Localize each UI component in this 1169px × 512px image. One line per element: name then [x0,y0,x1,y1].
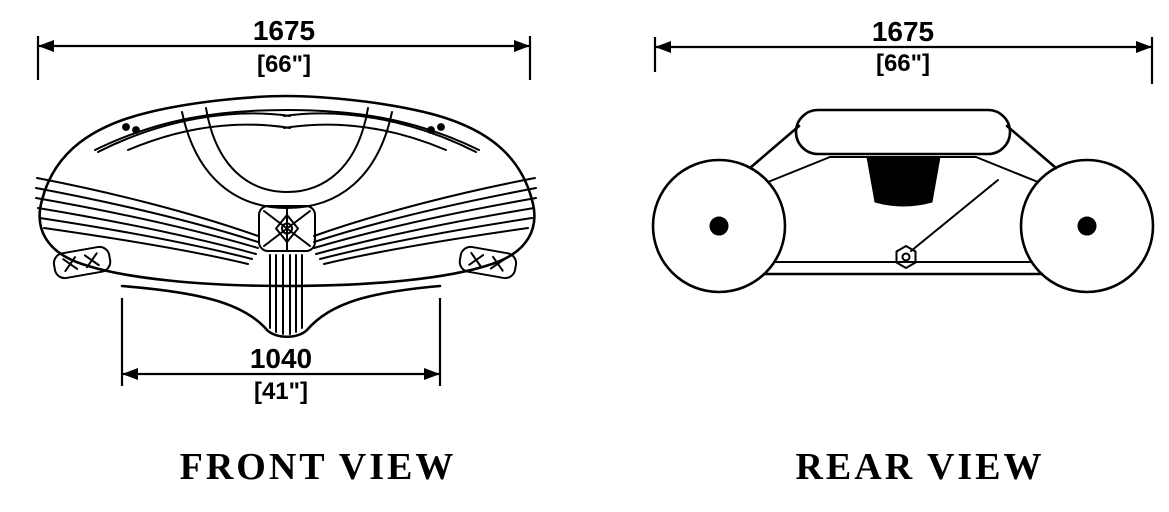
right-handle [458,245,518,280]
front-overall-dim-in: [66"] [257,51,311,78]
rear-overall-dimension: 1675 [66"] [653,16,1154,84]
right-grab-knob [427,123,445,134]
motor-mount-pad [866,156,941,207]
valve-icon [258,205,316,252]
right-pontoon-dot [1077,216,1097,236]
drain-plug [895,245,917,269]
left-swoosh [97,112,291,153]
left-swoosh-2 [127,123,291,151]
drain-rope [910,179,999,252]
right-swoosh [283,112,477,153]
front-keel-dim-mm: 1040 [250,343,312,374]
rear-view-drawing: 1675 [66"] [651,16,1155,488]
rear-overall-dim-in: [66"] [876,50,930,77]
bow-tube-seam [94,109,480,151]
keel-hatch [269,254,303,335]
left-stripe-band [35,177,259,265]
right-top-connector [1005,124,1058,170]
right-pontoon-end [1019,158,1155,294]
keel-skirt [120,284,442,339]
dim-arrow-left [38,40,54,52]
front-keel-dimension: 1040 [41"] [120,298,442,405]
front-overall-dimension: 1675 [66"] [36,15,532,80]
left-pontoon-dot [709,216,729,236]
top-tube [794,108,1012,156]
front-view-drawing: 1675 [66"] [35,15,537,488]
left-grab-knob [122,123,140,134]
right-swoosh-2 [283,123,447,151]
left-handle [52,245,112,280]
left-pontoon-end [651,158,787,294]
rear-hull [651,108,1155,294]
dim-arrow-right [424,368,440,380]
inner-tube-curve-2 [205,107,369,193]
dim-arrow-right [1136,41,1152,53]
front-view-label: FRONT VIEW [180,446,457,488]
left-top-connector [748,124,801,170]
front-overall-dim-mm: 1675 [253,15,315,46]
dim-arrow-left [122,368,138,380]
front-keel-dim-in: [41"] [254,378,308,405]
dim-arrow-right [514,40,530,52]
rear-overall-dim-mm: 1675 [872,16,934,47]
rear-view-label: REAR VIEW [795,446,1044,488]
right-stripe-band [313,177,537,265]
dim-arrow-left [655,41,671,53]
front-hull [35,94,537,339]
